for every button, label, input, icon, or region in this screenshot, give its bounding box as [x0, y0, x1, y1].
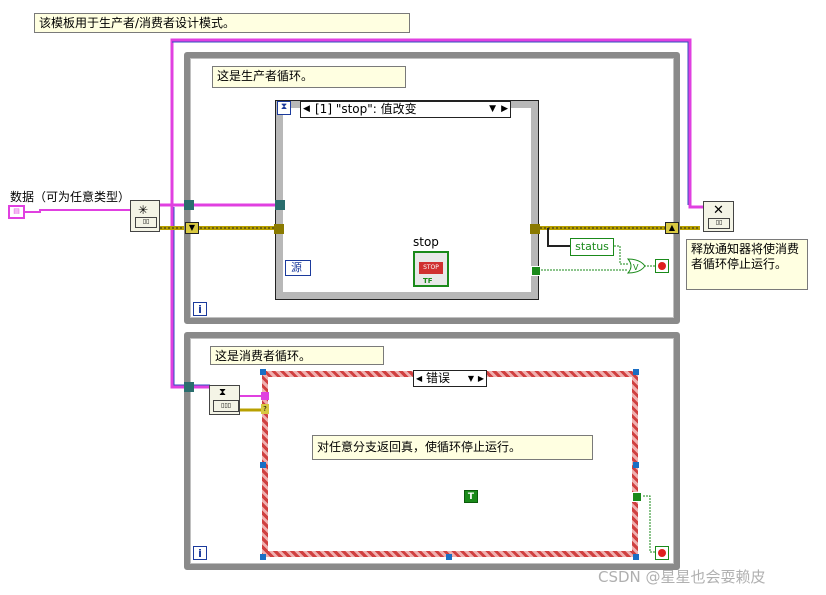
status-label: status [575, 240, 609, 253]
tunnel-yellow-event-right [530, 224, 540, 234]
producer-note: 这是生产者循环。 [212, 66, 406, 88]
event-source-node: 源 [285, 260, 311, 276]
true-constant[interactable]: T [464, 490, 478, 503]
tunnel-bool-event [531, 266, 541, 276]
blue-wire-notifier-inner [172, 41, 689, 205]
data-control-terminal[interactable]: ▤ [8, 205, 25, 219]
shift-register-right: ▲ [665, 222, 679, 234]
shift-register-left: ▼ [185, 222, 199, 234]
case-handle-tr[interactable] [633, 369, 639, 375]
blue-wire-consumer [173, 207, 210, 386]
consumer-note: 这是消费者循环。 [210, 346, 384, 365]
stop-circle-icon[interactable] [655, 259, 669, 273]
case-selector-terminal [261, 392, 269, 400]
release-note: 释放通知器将使消费者循环停止运行。 [686, 239, 808, 290]
source-label: 源 [291, 261, 302, 274]
tunnel-pink-event [275, 200, 285, 210]
create-notifier-icon[interactable]: ✳ ▯▯ [130, 200, 160, 232]
wait-notification-icon[interactable]: ⧗ ▯▯▯ [209, 385, 240, 415]
producer-iteration-terminal: i [193, 302, 207, 316]
status-unbundle: status [570, 238, 614, 256]
true-any-note: 对任意分支返回真，使循环停止运行。 [312, 435, 593, 460]
tunnel-bool-case [632, 492, 642, 502]
case-handle-tl[interactable] [260, 369, 266, 375]
consumer-while-loop[interactable] [184, 332, 680, 570]
case-structure[interactable] [262, 371, 638, 557]
stop-button-terminal[interactable]: STOP TF [413, 251, 449, 287]
event-selector-label: [1] "stop": 值改变 [315, 102, 417, 116]
stop-tf-label: TF [423, 277, 433, 285]
template-note: 该模板用于生产者/消费者设计模式。 [34, 13, 410, 33]
svg-text:V: V [633, 263, 639, 272]
producer-while-loop[interactable] [184, 52, 680, 324]
case-error-terminal: ? [261, 404, 269, 414]
pink-wire-data [24, 209, 130, 213]
chevron-right-icon[interactable]: ▶ [477, 374, 484, 383]
case-handle-mr[interactable] [633, 462, 639, 468]
release-notifier-icon[interactable]: ✕ ▯▯ [703, 201, 734, 232]
stop-circle-icon[interactable] [655, 546, 669, 560]
chevron-left-icon[interactable]: ◀ [303, 104, 310, 114]
stop-button-face: STOP [419, 262, 443, 274]
case-handle-ml[interactable] [260, 462, 266, 468]
event-selector[interactable]: [1] "stop": 值改变 ◀ ▼ ▶ [300, 101, 511, 118]
data-control-label: 数据（可为任意类型） [10, 190, 131, 204]
consumer-iteration-terminal: i [193, 546, 207, 560]
chevron-down-icon[interactable]: ▼ [489, 104, 496, 114]
chevron-down-icon[interactable]: ▼ [467, 374, 474, 383]
event-structure[interactable] [275, 100, 539, 300]
status-wire [547, 228, 570, 247]
chevron-left-icon[interactable]: ◀ [416, 374, 423, 383]
tunnel-pink-consumer [184, 382, 194, 392]
true-constant-label: T [467, 492, 475, 502]
case-handle-br[interactable] [633, 554, 639, 560]
case-selector-label: 错误 [426, 371, 451, 385]
case-selector[interactable]: 错误 ◀ ▼ ▶ [413, 370, 487, 387]
or-gate-icon: V [626, 258, 646, 274]
tunnel-pink-left [184, 200, 194, 210]
stop-label: stop [413, 235, 439, 249]
tunnel-yellow-event-left [274, 224, 284, 234]
case-handle-bm[interactable] [446, 554, 452, 560]
status-to-or [614, 245, 628, 265]
chevron-right-icon[interactable]: ▶ [501, 104, 508, 114]
case-handle-bl[interactable] [260, 554, 266, 560]
watermark: CSDN @星星也会耍赖皮 [598, 568, 766, 586]
pink-wire-consumer [170, 205, 210, 389]
hourglass-icon: ⧗ [277, 101, 291, 115]
